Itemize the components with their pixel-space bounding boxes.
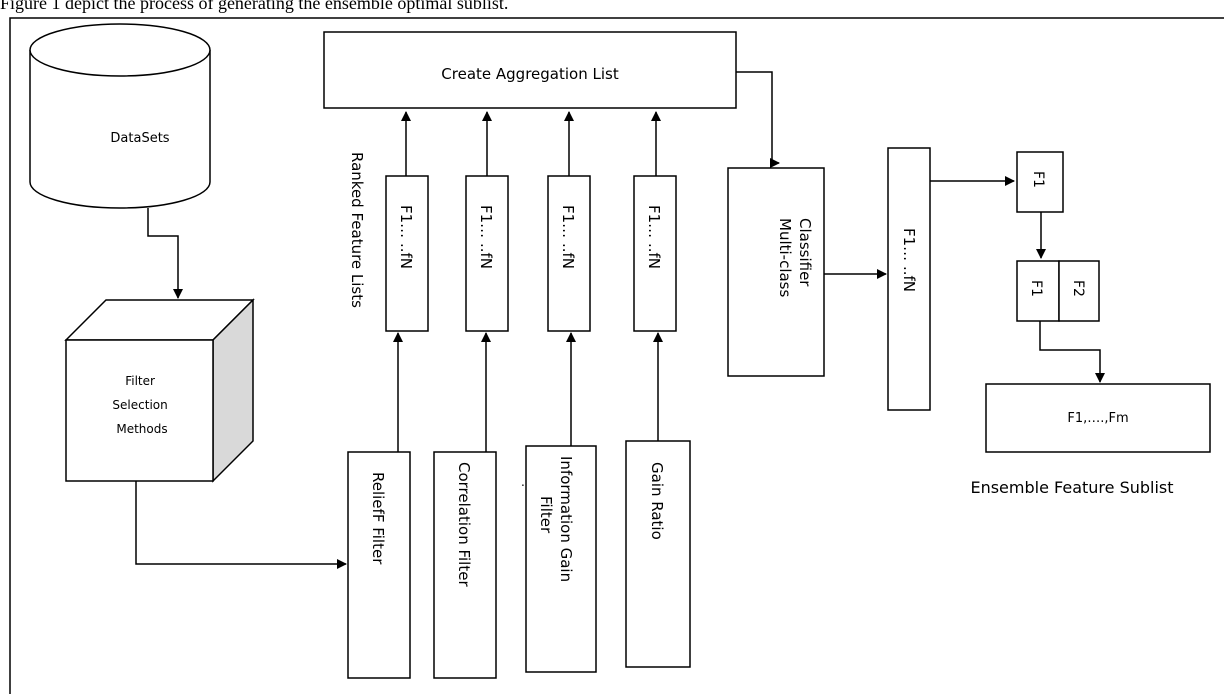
arrow-aggregation-to-classifier bbox=[736, 71, 780, 168]
datasets-label: DataSets bbox=[110, 131, 169, 146]
filter-selection-cube: Filter Selection Methods bbox=[64, 298, 255, 483]
f1-f2-pair: F1 F2 bbox=[1016, 260, 1100, 322]
datasets-cylinder: DataSets bbox=[29, 23, 211, 209]
arrow-cube-to-relieff bbox=[135, 481, 347, 569]
f1-pair-label: F1 bbox=[1028, 280, 1044, 297]
correlation-filter-box: Correlation Filter bbox=[433, 451, 497, 679]
ranked-list-relieff: F1… ..fN bbox=[385, 175, 429, 332]
ranked-feature-lists-label: Ranked Feature Lists bbox=[348, 152, 366, 308]
info-gain-filter-box: Information Gain Filter . bbox=[521, 445, 597, 673]
f1-label: F1 bbox=[1030, 171, 1046, 188]
final-sublist-label: F1,….,Fm bbox=[1067, 411, 1128, 426]
ranked-list-label: F1… ..fN bbox=[559, 205, 577, 269]
ranked-list-gain-ratio: F1… ..fN bbox=[633, 175, 677, 332]
ranked-list-correlation: F1… ..fN bbox=[465, 175, 509, 332]
ranked-list-label: F1… ..fN bbox=[397, 205, 415, 269]
aggregation-box: Create Aggregation List bbox=[323, 31, 737, 109]
relieff-filter-label: ReliefF Filter bbox=[369, 472, 387, 565]
f1-box: F1 bbox=[1016, 151, 1064, 213]
classifier-output-label: F1… ..fN bbox=[900, 228, 918, 292]
classifier-output-column: F1… ..fN bbox=[887, 147, 931, 411]
ensemble-feature-sublist-label: Ensemble Feature Sublist bbox=[970, 478, 1173, 497]
gain-ratio-filter-box: Gain Ratio bbox=[625, 440, 691, 668]
classifier-label: Multi-class Classifier bbox=[776, 218, 814, 302]
filter-selection-label: Filter Selection Methods bbox=[112, 374, 171, 436]
correlation-filter-label: Correlation Filter bbox=[455, 462, 473, 587]
stray-mark: . bbox=[521, 475, 525, 489]
ranked-list-info-gain: F1… ..fN bbox=[547, 175, 591, 332]
ranked-list-label: F1… ..fN bbox=[477, 205, 495, 269]
figure-caption: Figure 1 depict the process of generatin… bbox=[0, 0, 508, 13]
aggregation-label: Create Aggregation List bbox=[441, 65, 619, 83]
final-sublist-box: F1,….,Fm bbox=[985, 383, 1211, 453]
f2-pair-label: F2 bbox=[1070, 280, 1086, 297]
relieff-filter-box: ReliefF Filter bbox=[347, 451, 411, 679]
gain-ratio-filter-label: Gain Ratio bbox=[648, 462, 666, 540]
figure-frame bbox=[9, 17, 1224, 694]
arrow-pair-to-final bbox=[1039, 321, 1105, 383]
info-gain-filter-label: Information Gain Filter bbox=[537, 456, 575, 587]
multiclass-classifier-box: Multi-class Classifier bbox=[727, 167, 825, 377]
arrow-datasets-to-filters bbox=[147, 208, 183, 299]
ranked-list-label: F1… ..fN bbox=[645, 205, 663, 269]
